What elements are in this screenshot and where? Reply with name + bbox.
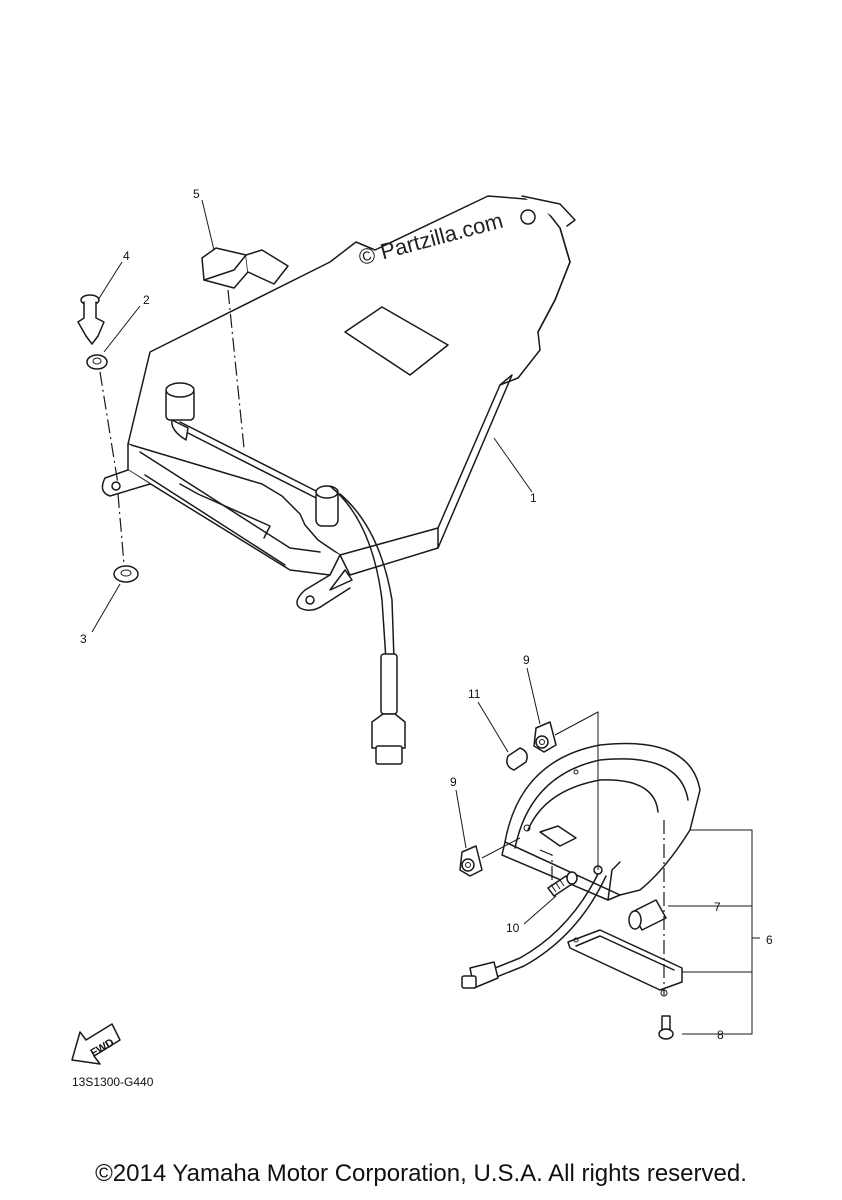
callout-2: 2: [143, 293, 150, 307]
bracket-wire-harness: [329, 485, 406, 765]
callout-3: 3: [80, 632, 87, 646]
callout-9-lower: 9: [450, 775, 457, 789]
callout-11: 11: [468, 687, 481, 701]
callout-6: 6: [766, 933, 773, 947]
lens-cover: [567, 929, 683, 991]
clip-part-5: [201, 247, 289, 449]
callout-4: 4: [123, 249, 130, 263]
diagram-code: 13S1300-G440: [72, 1075, 154, 1089]
nut-part-9-upper: [533, 721, 557, 753]
fwd-arrow-icon: FWD: [71, 1023, 121, 1065]
screw-part-10: [547, 871, 578, 897]
callout-9-upper: 9: [523, 653, 530, 667]
copyright-notice: ©2014 Yamaha Motor Corporation, U.S.A. A…: [95, 1160, 747, 1187]
rivet-part-4: [77, 294, 105, 345]
license-light-assembly: [461, 711, 701, 989]
leader-lines: [91, 199, 557, 925]
callout-8: 8: [717, 1028, 724, 1042]
screw-part-8: [658, 820, 674, 1040]
washer-part-3: [113, 493, 139, 583]
bracket-part-1: [101, 195, 576, 611]
callout-1: 1: [530, 491, 537, 505]
bulb-part-7: [628, 899, 667, 931]
cap-part-11: [506, 747, 528, 771]
callout-7: 7: [714, 900, 721, 914]
callout-5: 5: [193, 187, 200, 201]
nut-part-9-lower: [459, 845, 483, 877]
leaders-part-6: [668, 829, 760, 1035]
callout-10: 10: [506, 921, 520, 935]
washer-part-2: [86, 354, 119, 485]
